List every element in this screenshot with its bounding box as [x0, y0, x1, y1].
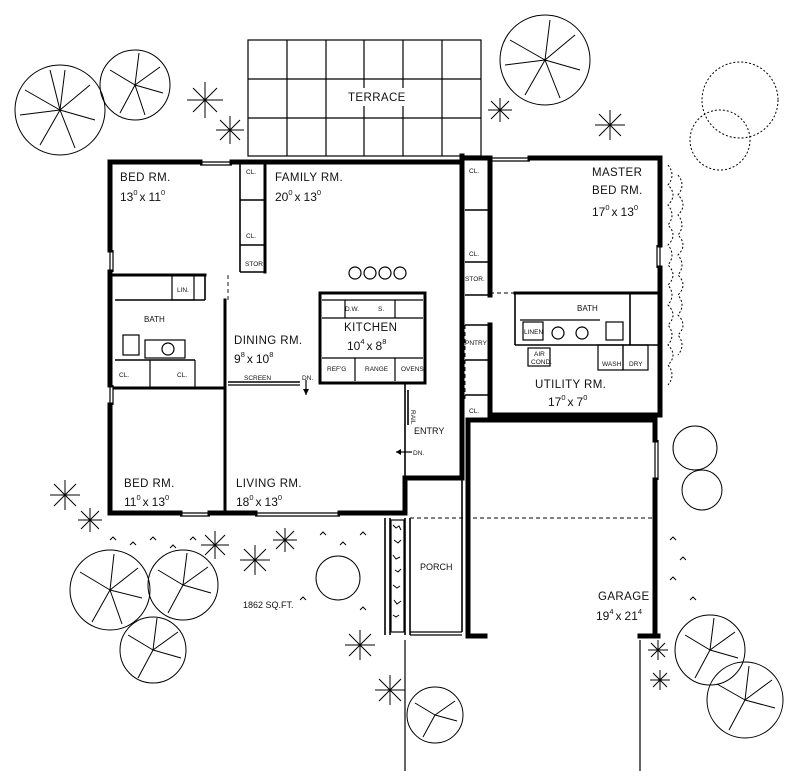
down-label: DN. [302, 375, 313, 382]
fixture-labels: CL. CL. STOR. LIN. CL. CL. CL. CL. STOR.… [119, 168, 643, 457]
interior-walls [108, 160, 662, 771]
tree-icon [706, 661, 784, 739]
shrub-icon [315, 425, 723, 601]
living-rm-name: LIVING RM. [236, 478, 302, 490]
terrace: TERRACE [247, 39, 482, 157]
bath-2-name: BATH [577, 304, 598, 313]
terrace-label: TERRACE [348, 92, 406, 104]
pantry-label: PNTRY [465, 340, 488, 347]
tree-icon [406, 686, 464, 744]
family-rm-name: FAMILY RM. [275, 172, 343, 184]
exterior-walls [107, 153, 663, 639]
garage-name: GARAGE [598, 591, 650, 603]
closet-label: CL. [246, 169, 256, 176]
planter [390, 519, 405, 633]
sink-label: S. [378, 306, 384, 313]
rail-label: RAIL [409, 410, 416, 425]
hedge [667, 164, 684, 386]
closet-label: CL. [119, 372, 129, 379]
washer-label: WASH [602, 361, 622, 368]
bed-rm-2-name: BED RM. [124, 478, 175, 490]
air-cond-label-2: COND. [531, 359, 552, 366]
tree-icon [147, 549, 219, 621]
dryer-label: DRY [629, 361, 643, 368]
square-footage: 1862 SQ.FT. [243, 600, 294, 610]
closet-label: CL. [469, 408, 479, 415]
storage-label: STOR. [245, 261, 265, 268]
tree-icon [69, 549, 151, 631]
storage-label: STOR. [465, 276, 485, 283]
tree-icon [499, 14, 591, 106]
closet-label: CL. [246, 233, 256, 240]
entry-name: ENTRY [414, 426, 444, 436]
linen-label: LINEN [524, 329, 543, 336]
air-cond-label-1: AIR [534, 351, 545, 358]
utility-rm-name: UTILITY RM. [535, 379, 606, 391]
windows [109, 157, 661, 517]
bath-fixtures [122, 334, 186, 359]
plant-icon [50, 82, 670, 705]
tree-icon [99, 49, 171, 121]
down-label: DN. [413, 450, 424, 457]
tree-icon [14, 64, 106, 156]
porch-name: PORCH [420, 562, 453, 572]
kitchen-name: KITCHEN [344, 322, 397, 334]
tree-icon [119, 616, 187, 684]
linen-closet-label: LIN. [177, 287, 189, 294]
tree-icon [689, 61, 779, 171]
tree-icon [674, 614, 746, 686]
ground-cover [109, 531, 697, 611]
screen-label: SCREEN [244, 375, 271, 382]
master-bed-rm-name-1: MASTER [592, 167, 642, 179]
closet-label: CL. [469, 251, 479, 258]
dishwasher-label: D.W. [345, 306, 359, 313]
range-label: RANGE [365, 366, 389, 373]
closet-label: CL. [469, 168, 479, 175]
master-bed-rm-name-2: BED RM. [592, 185, 643, 197]
bath-1-name: BATH [144, 315, 165, 324]
landscaping [14, 14, 784, 744]
closet-label: CL. [177, 372, 187, 379]
ovens-label: OVENS [401, 366, 424, 373]
refrigerator-label: REF'G [327, 366, 346, 373]
bed-rm-1-name: BED RM. [120, 172, 171, 184]
dining-rm-name: DINING RM. [234, 335, 303, 347]
